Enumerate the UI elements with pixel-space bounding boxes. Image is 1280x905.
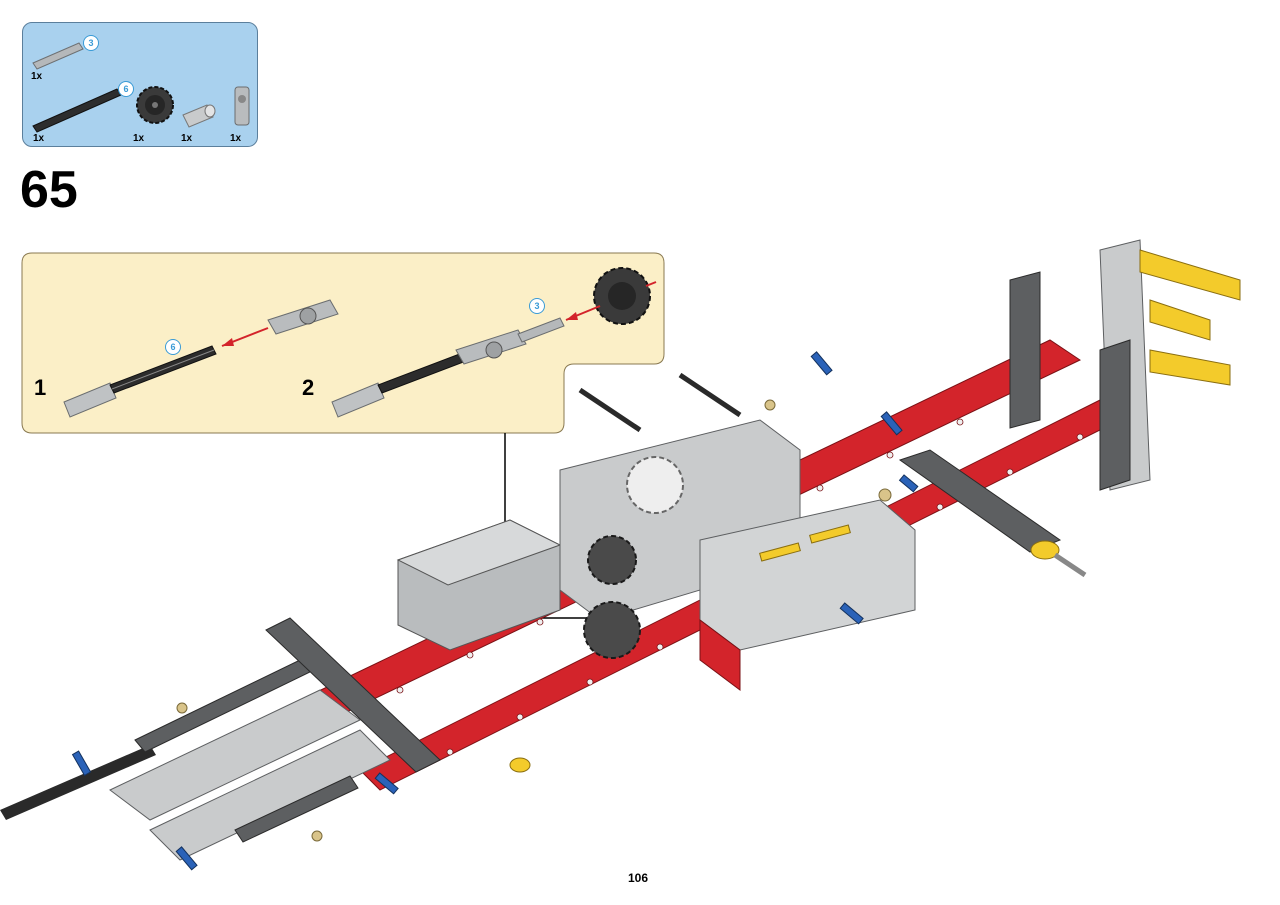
qty-cross-block: 1x (230, 133, 242, 144)
qty-axle-3: 1x (31, 71, 43, 82)
sub-step-2-callout: 3 (529, 298, 545, 314)
gear-part (136, 86, 174, 124)
parts-list-panel: 1x 3 1x 6 1x 1x 1x (22, 22, 258, 147)
sub-step-1-callout: 6 (165, 339, 181, 355)
callout-axle-6: 6 (118, 81, 134, 97)
axle-connector-part (182, 104, 216, 128)
sub-step-2-label: 2 (302, 375, 315, 400)
step-number: 65 (20, 161, 78, 219)
callout-axle-3: 3 (83, 35, 99, 51)
cross-block-part (234, 86, 250, 126)
sub-step-2-art (331, 267, 657, 418)
sub-step-1-art (63, 299, 339, 418)
page-number: 106 (628, 871, 649, 885)
axle-3-part (32, 42, 84, 70)
qty-gear: 1x (133, 133, 145, 144)
sub-step-1-label: 1 (34, 375, 47, 400)
qty-connector: 1x (181, 133, 193, 144)
qty-axle-6: 1x (33, 133, 45, 144)
truck-chassis-model (0, 239, 1241, 871)
parts-list-art (32, 42, 250, 133)
